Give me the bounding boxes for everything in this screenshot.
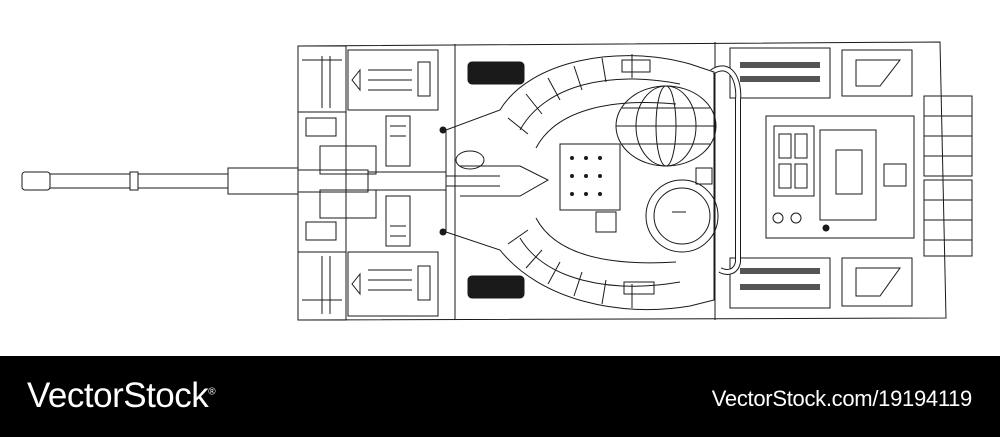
tank-drawing [21, 41, 973, 321]
main-gun [21, 150, 550, 197]
turret [445, 54, 719, 311]
hull [297, 41, 947, 321]
brand-logo: VectorStock® [27, 376, 216, 415]
engine-deck [710, 47, 973, 309]
watermark-footer: VectorStock® VectorStock.com/19194119 [0, 356, 1000, 437]
image-credit: VectorStock.com/19194119 [711, 386, 973, 411]
vision-slots [467, 61, 525, 299]
tank-wireframe-illustration [21, 41, 973, 321]
